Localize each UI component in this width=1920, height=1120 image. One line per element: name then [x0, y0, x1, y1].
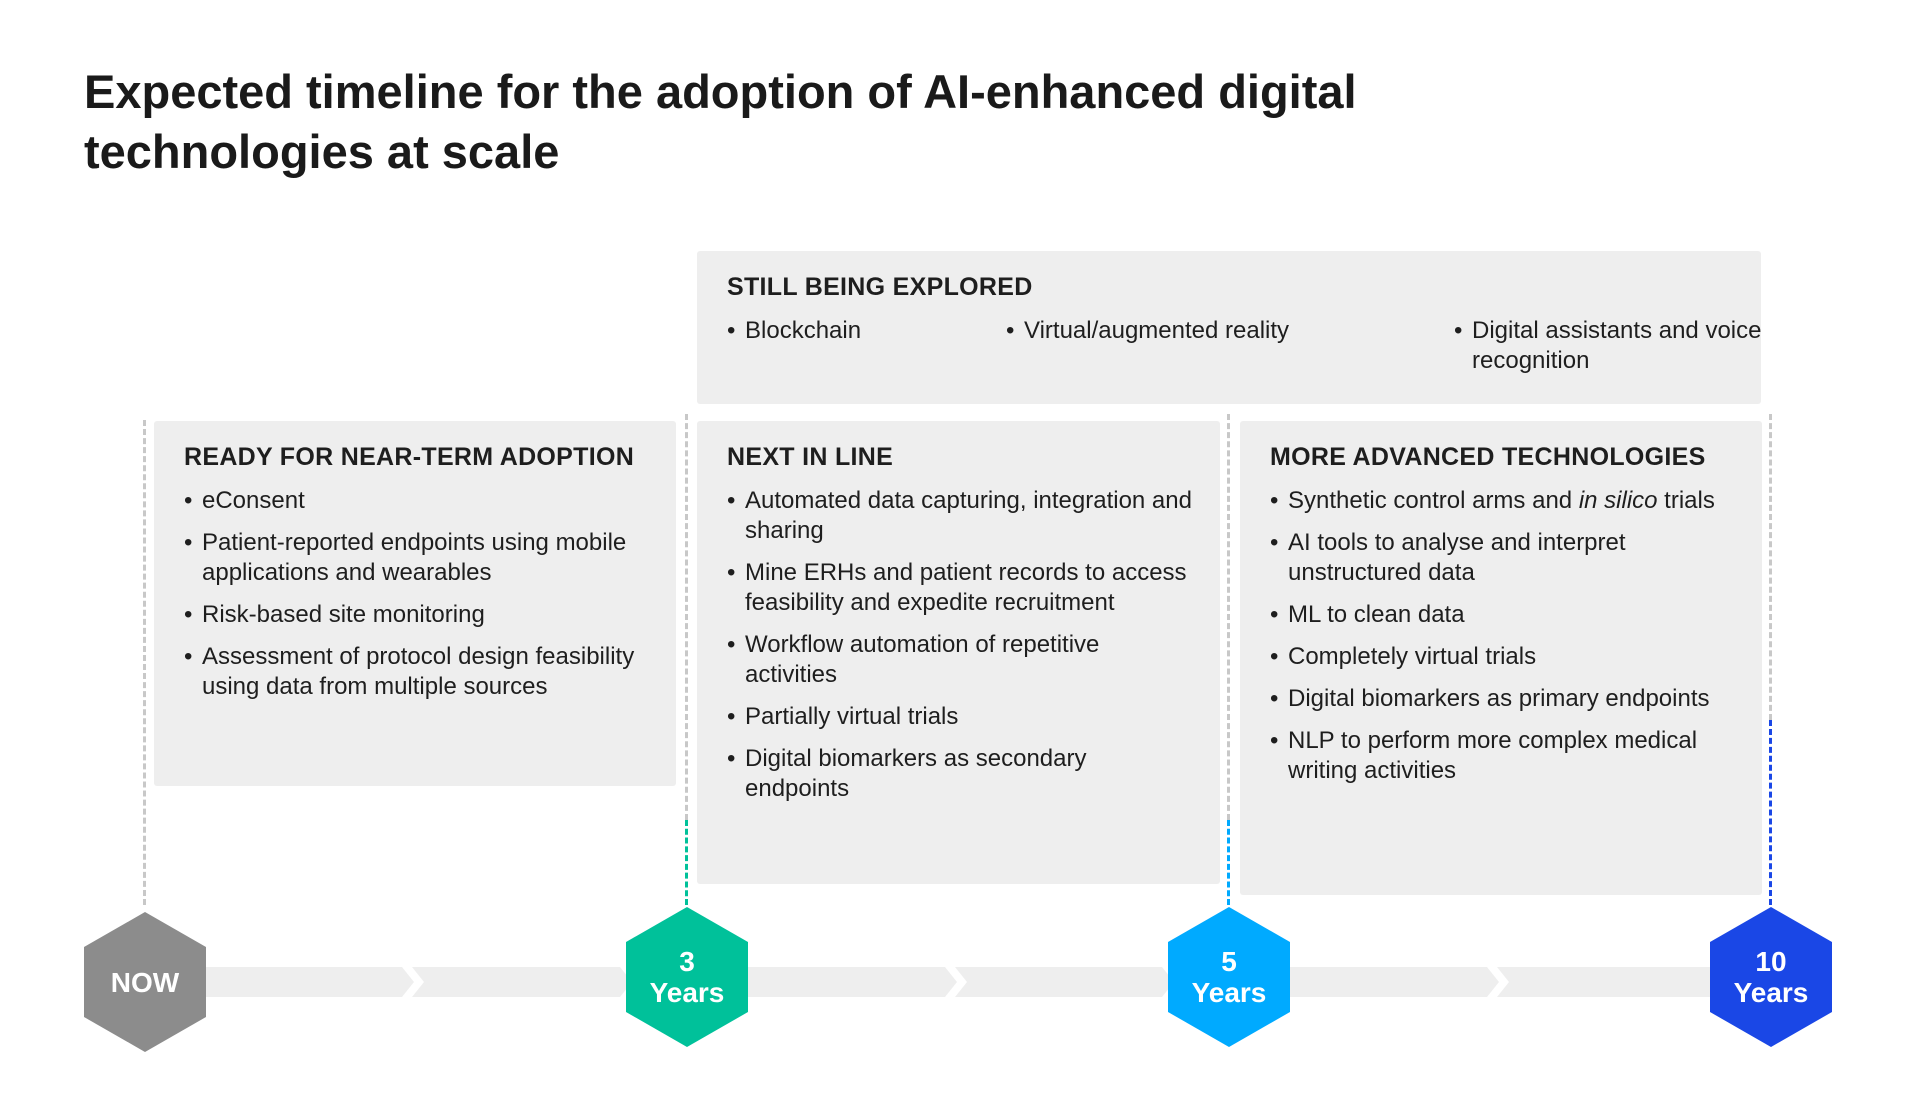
- list-item: eConsent: [184, 486, 650, 516]
- near-term-list: eConsent Patient-reported endpoints usin…: [184, 486, 650, 702]
- list-item: Digital biomarkers as secondary endpoint…: [727, 744, 1194, 804]
- page-title: Expected timeline for the adoption of AI…: [84, 65, 1357, 178]
- list-item: Assessment of protocol design feasibilit…: [184, 642, 650, 702]
- arrow-segment: [955, 967, 1174, 997]
- list-item: Completely virtual trials: [1270, 642, 1736, 672]
- milestone-number: 10: [1755, 946, 1787, 977]
- milestone-unit: Years: [1191, 977, 1267, 1008]
- guide-line-now: [143, 420, 146, 905]
- arrow-segment: [1497, 967, 1715, 997]
- guide-line-5-years-color: [1227, 820, 1230, 905]
- explored-box: STILL BEING EXPLORED Blockchain Virtual/…: [697, 251, 1761, 404]
- explored-list: Blockchain Virtual/augmented reality Dig…: [727, 316, 1761, 386]
- arrow-segment: [1287, 967, 1499, 997]
- list-item: Blockchain: [727, 316, 1005, 346]
- milestone-10-years: 10 Years: [1710, 907, 1832, 1047]
- next-in-line-heading: NEXT IN LINE: [727, 443, 894, 471]
- list-item: Synthetic control arms and in silico tri…: [1270, 486, 1736, 516]
- list-item: Partially virtual trials: [727, 702, 1194, 732]
- list-item: Mine ERHs and patient records to access …: [727, 558, 1194, 618]
- milestone-number: 5: [1221, 946, 1237, 977]
- near-term-heading: READY FOR NEAR-TERM ADOPTION: [184, 443, 635, 471]
- list-item: NLP to perform more complex medical writ…: [1270, 726, 1736, 786]
- list-item-text: Synthetic control arms and: [1288, 487, 1579, 514]
- list-item-italic: in silico: [1578, 487, 1658, 514]
- milestone-unit: Years: [1733, 977, 1809, 1008]
- guide-line-10-years-color: [1769, 720, 1772, 905]
- list-item: Workflow automation of repetitive activi…: [727, 630, 1194, 690]
- list-item: ML to clean data: [1270, 600, 1736, 630]
- list-item: Virtual/augmented reality: [1006, 316, 1384, 346]
- guide-line-5-years-gray: [1227, 414, 1230, 820]
- explored-heading: STILL BEING EXPLORED: [727, 273, 1033, 301]
- near-term-box: READY FOR NEAR-TERM ADOPTION eConsent Pa…: [154, 421, 676, 786]
- milestone-unit: Years: [649, 977, 725, 1008]
- list-item-text: trials: [1657, 487, 1715, 514]
- list-item: Patient-reported endpoints using mobile …: [184, 528, 650, 588]
- list-item: Digital biomarkers as primary endpoints: [1270, 684, 1736, 714]
- guide-line-10-years-gray: [1769, 414, 1772, 720]
- next-in-line-list: Automated data capturing, integration an…: [727, 486, 1194, 804]
- list-item: Automated data capturing, integration an…: [727, 486, 1194, 546]
- guide-line-3-years-color: [685, 820, 688, 905]
- list-item: Risk-based site monitoring: [184, 600, 650, 630]
- guide-line-3-years-gray: [685, 414, 688, 820]
- arrow-segment: [200, 967, 414, 997]
- list-item: Digital assistants and voice recognition: [1454, 316, 1762, 376]
- list-item: AI tools to analyse and interpret unstru…: [1270, 528, 1736, 588]
- milestone-number: 3: [679, 946, 695, 977]
- advanced-box: MORE ADVANCED TECHNOLOGIES Synthetic con…: [1240, 421, 1762, 895]
- advanced-list: Synthetic control arms and in silico tri…: [1270, 486, 1736, 786]
- milestone-label: NOW: [110, 966, 180, 998]
- arrow-segment: [745, 967, 957, 997]
- arrow-segment: [412, 967, 632, 997]
- next-in-line-box: NEXT IN LINE Automated data capturing, i…: [697, 421, 1220, 884]
- milestone-5-years: 5 Years: [1168, 907, 1290, 1047]
- advanced-heading: MORE ADVANCED TECHNOLOGIES: [1270, 443, 1706, 471]
